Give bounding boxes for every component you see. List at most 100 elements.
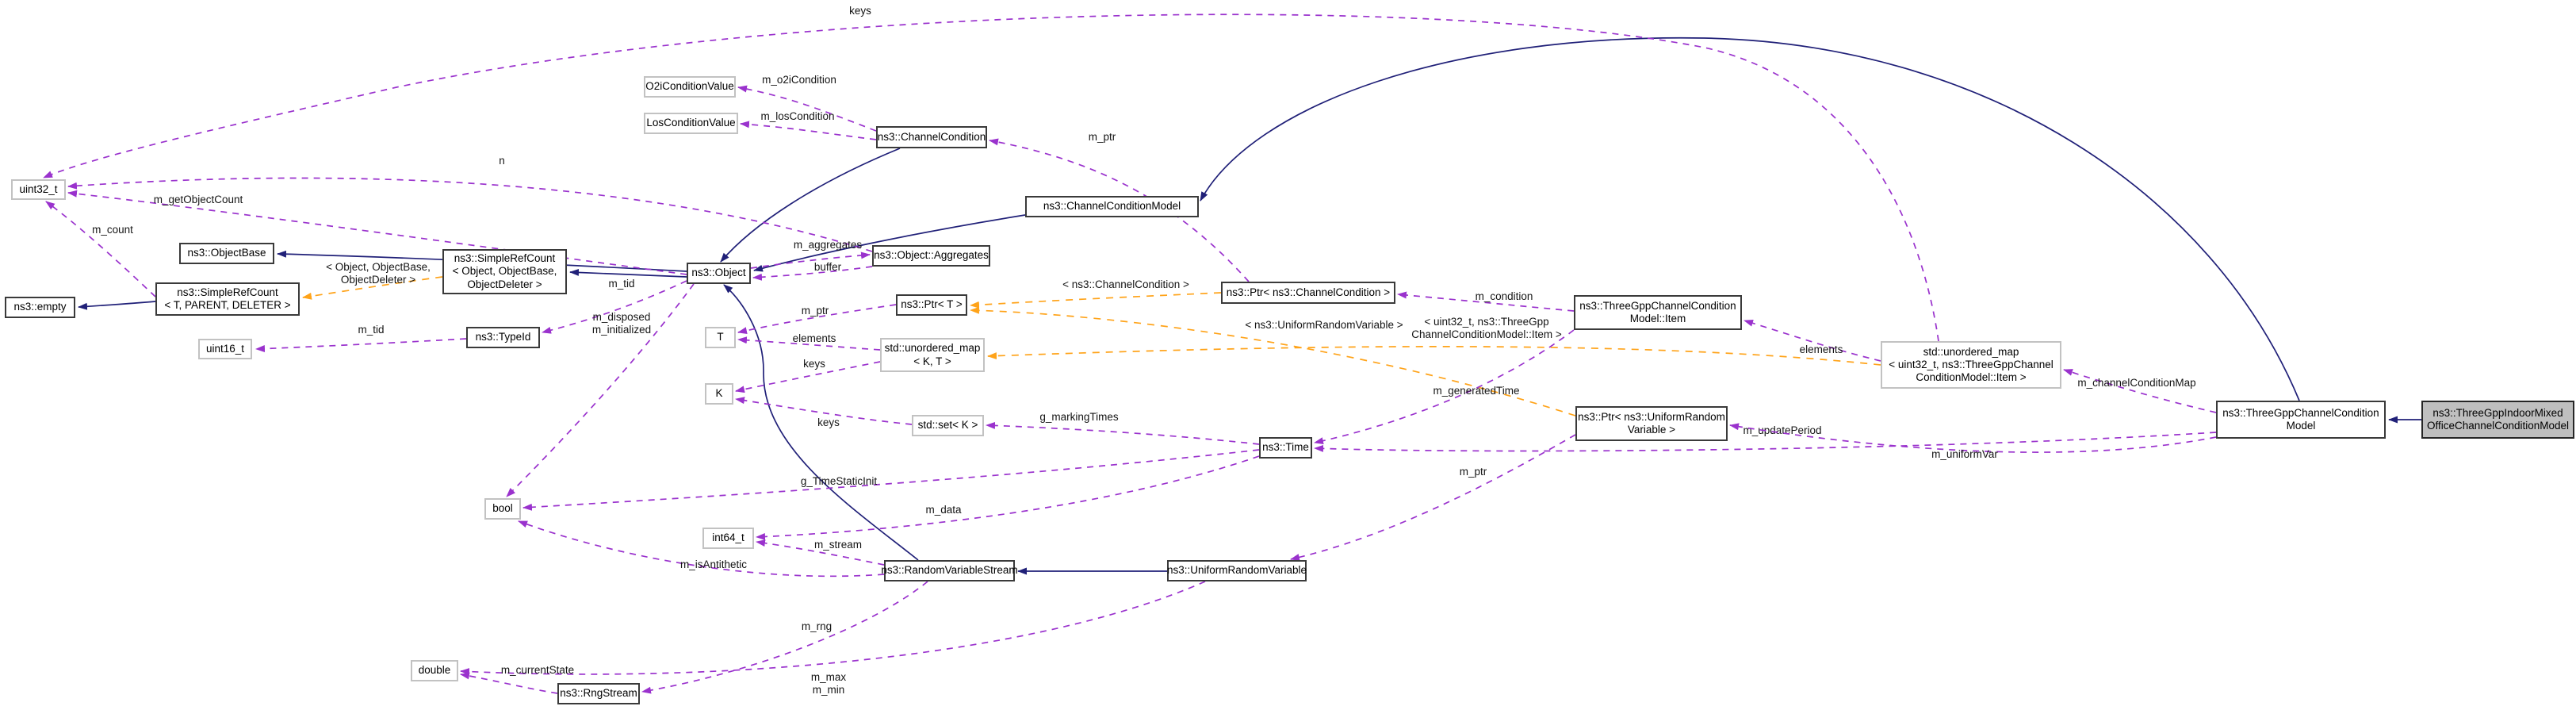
node-uniformrandomvariable[interactable]: ns3::UniformRandomVariable xyxy=(1167,560,1307,581)
node-label-line: Model xyxy=(2286,420,2316,432)
node-label-line: ns3::ThreeGppChannelCondition xyxy=(2222,406,2379,419)
node-label-line: ConditionModel::Item > xyxy=(1916,371,2027,384)
node-channelcondition[interactable]: ns3::ChannelCondition xyxy=(876,126,987,148)
node-k[interactable]: K xyxy=(705,383,733,405)
edge-label-m_updateperiod: m_updatePeriod xyxy=(1743,424,1821,436)
node-channelconditionmodel[interactable]: ns3::ChannelConditionModel xyxy=(1025,196,1199,217)
node-label-line: ns3::TypeId xyxy=(475,331,531,343)
node-simplerefcount-object[interactable]: ns3::SimpleRefCount< Object, ObjectBase,… xyxy=(442,249,567,294)
edge-label-m_condition: m_condition xyxy=(1476,290,1533,302)
edge-label-g_timestaticinit: g_TimeStaticInit xyxy=(801,475,878,487)
edge-label-m_getobjectcount: m_getObjectCount xyxy=(154,194,243,205)
node-bool[interactable]: bool xyxy=(484,498,521,520)
node-label-line: ns3::ThreeGppChannelCondition xyxy=(1579,299,1736,312)
edge-rngstream-to-double xyxy=(460,672,558,694)
edge-randomvariablestream-to-rngstream xyxy=(641,581,928,694)
node-losconditionvalue[interactable]: LosConditionValue xyxy=(644,113,738,134)
node-label-line: K xyxy=(715,387,723,400)
node-uint32-t[interactable]: uint32_t xyxy=(11,179,66,200)
node-object[interactable]: ns3::Object xyxy=(687,263,751,284)
node-label-line: bool xyxy=(492,502,513,515)
edge-label-m_ptr: m_ptr xyxy=(802,305,829,317)
node-label-line: < Object, ObjectBase, xyxy=(452,265,557,278)
node-uint16-t[interactable]: uint16_t xyxy=(198,339,252,359)
edge-label-m_tid: m_tid xyxy=(608,278,634,290)
node-ptr-channelcondition[interactable]: ns3::Ptr< ns3::ChannelCondition > xyxy=(1221,282,1395,304)
edge-label-m_currentstate: m_currentState xyxy=(501,664,574,676)
edge-unordered-map-item-to-threegpp-item xyxy=(1743,319,1881,362)
node-label-line: ns3::Object::Aggregates xyxy=(874,249,989,262)
edge-threegppchannelconditionmodel-to-channelconditionmodel xyxy=(1200,36,2300,401)
node-rngstream[interactable]: ns3::RngStream xyxy=(557,683,640,704)
node-label-line: Model::Item xyxy=(1629,313,1686,324)
node-time[interactable]: ns3::Time xyxy=(1259,437,1312,459)
edge-label-m_tid: m_tid xyxy=(358,324,384,336)
edge-unordered-map-kt-to-k xyxy=(735,361,881,393)
node-label-line: std::unordered_map xyxy=(1923,345,2019,358)
edge-channelcondition-to-object xyxy=(720,148,901,263)
node-object-aggregates[interactable]: ns3::Object::Aggregates xyxy=(872,245,990,267)
edge-unordered-map-item-to-unordered-map-kt xyxy=(987,346,1881,366)
node-label-line: Variable > xyxy=(1627,424,1676,436)
node-set-k[interactable]: std::set< K > xyxy=(912,415,984,436)
edge-label-m_rng: m_rng xyxy=(802,620,832,632)
edge-uniformrandomvariable-to-double xyxy=(460,581,1206,676)
node-label-line: ns3::SimpleRefCount xyxy=(454,252,556,265)
edge-channelcondition-to-losconditionvalue xyxy=(740,121,877,140)
node-o2iconditionvalue[interactable]: O2iConditionValue xyxy=(644,76,736,98)
node-t[interactable]: T xyxy=(705,327,736,348)
edge-label-buffer: buffer xyxy=(814,261,842,273)
edge-label-ns3channelcondition: < ns3::ChannelCondition > xyxy=(1062,278,1189,290)
edge-label-m_generatedtime: m_generatedTime xyxy=(1433,385,1519,397)
edge-randomvariablestream-to-object xyxy=(723,284,919,561)
edge-simplerefcount-template-to-ns3-empty xyxy=(78,301,156,310)
edge-ptr-uniformrandomvariable-to-uniformrandomvariable xyxy=(1290,434,1576,561)
edge-ptr-channelcondition-to-channelcondition xyxy=(989,138,1250,282)
node-label-line: ns3::Ptr< ns3::UniformRandom xyxy=(1578,410,1725,423)
node-label-line: uint32_t xyxy=(19,182,58,195)
edge-label-m_o2icondition: m_o2iCondition xyxy=(762,74,836,86)
node-label-line: ns3::RngStream xyxy=(560,687,637,700)
edge-simplerefcount-object-to-simplerefcount-template xyxy=(302,276,443,300)
edge-unordered-map-kt-to-t xyxy=(737,336,881,351)
node-int64-t[interactable]: int64_t xyxy=(702,528,754,549)
edge-object-to-typeid xyxy=(542,280,687,334)
node-label-line: < T, PARENT, DELETER > xyxy=(164,299,291,311)
node-simplerefcount-template[interactable]: ns3::SimpleRefCount< T, PARENT, DELETER … xyxy=(155,282,300,316)
node-unordered-map-kt[interactable]: std::unordered_map< K, T > xyxy=(880,338,985,372)
node-label-line: ns3::ThreeGppIndoorMixed xyxy=(2432,406,2563,419)
edge-label-keys: keys xyxy=(849,5,871,17)
edge-label-m_channelconditionmap: m_channelConditionMap xyxy=(2077,377,2195,389)
node-unordered-map-item[interactable]: std::unordered_map< uint32_t, ns3::Three… xyxy=(1881,341,2061,389)
edge-simplerefcount-template-to-uint32-t xyxy=(45,201,156,297)
node-typeid[interactable]: ns3::TypeId xyxy=(466,327,540,348)
node-label-line: < uint32_t, ns3::ThreeGppChannel xyxy=(1889,358,2054,370)
node-label-line: std::set< K > xyxy=(917,419,978,432)
edge-label-m_ptr: m_ptr xyxy=(1460,466,1487,478)
node-objectbase[interactable]: ns3::ObjectBase xyxy=(179,243,274,264)
node-label-line: ns3::ChannelCondition xyxy=(877,130,986,143)
edge-unordered-map-item-to-uint32-t xyxy=(43,13,1939,342)
node-randomvariablestream[interactable]: ns3::RandomVariableStream xyxy=(881,560,1018,581)
node-ptr-t[interactable]: ns3::Ptr< T > xyxy=(896,294,967,316)
node-label-line: < K, T > xyxy=(913,355,951,367)
edge-label-elements: elements xyxy=(1800,343,1843,355)
edge-label-m_data: m_data xyxy=(925,504,962,516)
edge-threegpp-item-to-time xyxy=(1314,329,1575,445)
edge-object-to-object-aggregates xyxy=(750,251,871,269)
edge-label-n: n xyxy=(499,155,505,167)
node-double[interactable]: double xyxy=(411,660,458,681)
node-ns3-empty[interactable]: ns3::empty xyxy=(5,297,75,318)
edge-time-to-bool xyxy=(522,449,1260,511)
edge-threegppchannelconditionmodel-to-ptr-uniformrandomvariable xyxy=(1729,423,2217,453)
edge-object-aggregates-to-uint32-t xyxy=(67,177,873,252)
edge-label-m_ptr: m_ptr xyxy=(1089,131,1116,143)
node-label-line: ns3::Ptr< T > xyxy=(901,298,963,311)
